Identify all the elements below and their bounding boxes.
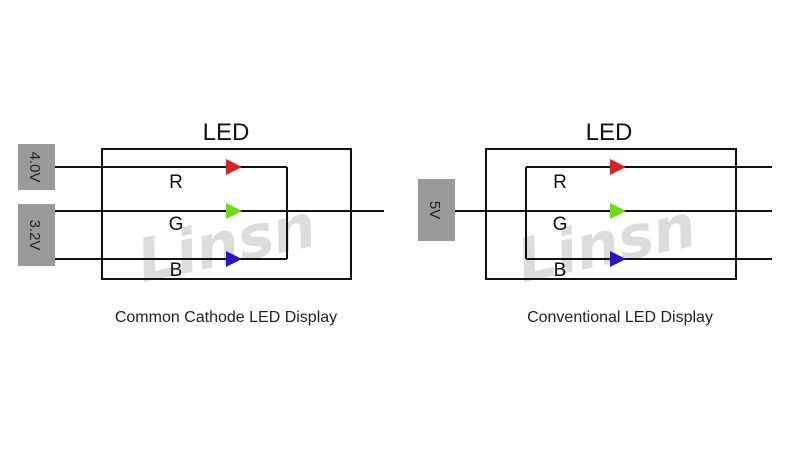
right-diagram: Linsn LED 5V R G B Conventional LED Disp… [418,119,772,326]
channel-label-r: R [553,172,567,193]
voltage-box-4v [18,144,55,190]
box-title: LED [586,119,633,146]
voltage-label-4v: 4.0V [26,152,43,183]
blue-arrow-icon [610,251,626,267]
voltage-box-5v [418,179,455,241]
red-arrow-icon [226,159,242,175]
green-arrow-icon [226,203,242,219]
voltage-box-3v2 [18,204,55,266]
voltage-label-5v: 5V [426,201,443,219]
blue-arrow-icon [226,251,242,267]
channel-label-r: R [169,172,183,193]
led-box [485,148,737,280]
channel-label-g: G [169,214,184,235]
left-diagram: Linsn LED 4.0V 3.2V R G B Common Cathode… [18,119,384,326]
box-title: LED [203,119,250,146]
caption: Common Cathode LED Display [115,309,337,326]
red-arrow-icon [610,159,626,175]
channel-label-g: G [553,214,568,235]
channel-label-b: B [170,260,183,281]
channel-label-b: B [554,260,567,281]
watermark: Linsn [511,191,702,297]
caption: Conventional LED Display [527,309,713,326]
green-arrow-icon [610,203,626,219]
led-box [101,148,352,280]
voltage-label-3v2: 3.2V [26,220,43,251]
